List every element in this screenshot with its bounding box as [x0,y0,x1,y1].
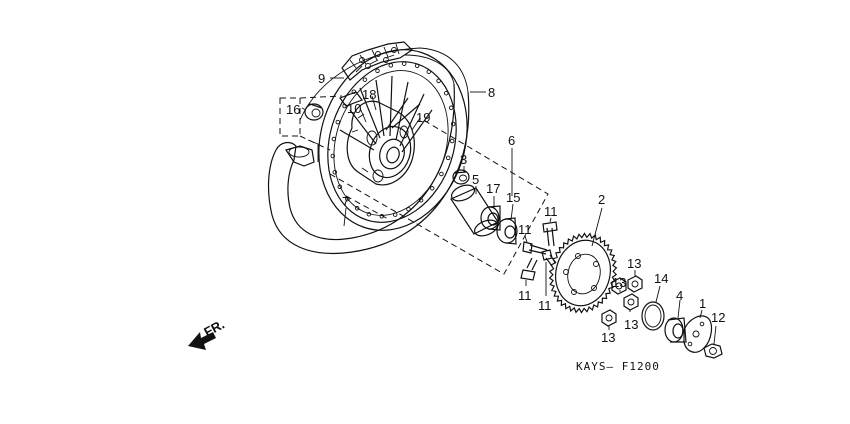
spoke-hole [450,121,456,127]
callout-16: 16 [286,102,300,117]
callout-10: 10 [347,101,361,116]
part-3-spacer [452,169,470,185]
spoke-hole [445,155,451,161]
spoke-hole [330,153,336,159]
spoke-hole [401,61,407,66]
part-1-plate [683,315,713,353]
front-direction-arrow: FR. [188,317,227,350]
spoke-hole [332,169,338,175]
spoke-hole [414,63,420,69]
callout-13d: 13 [601,330,615,345]
rim-band [339,91,363,107]
spoke-hole [443,90,449,96]
callout-11b: 11 [518,222,532,237]
callout-1: 1 [699,296,706,311]
spoke-hole [335,119,341,125]
part-4-collar [664,317,687,343]
callout-6: 6 [508,133,515,148]
callout-13b: 13 [612,275,626,290]
spokes [339,75,433,153]
spoke-hole [392,212,398,217]
callout-5: 5 [472,172,479,187]
part-15-seal [496,217,518,245]
callout-3: 3 [460,152,467,167]
drawing-code: KAYS– F1200 [576,360,660,373]
callout-4: 4 [676,288,683,303]
spoke-hole [375,68,380,74]
callout-13a: 13 [627,256,641,271]
assembly-outline [279,95,549,275]
spoke-hole [366,211,372,217]
callout-9: 9 [318,71,325,86]
rim-spoke-holes [330,61,456,219]
callout-2: 2 [598,192,605,207]
part-11-bolts [520,221,558,281]
rim [318,49,468,231]
spoke-hole [449,138,455,144]
spoke-hole [331,136,337,142]
spoke-hole [362,77,368,82]
spoke-hole [337,184,343,190]
spoke-hole [448,105,454,111]
callout-7: 7 [342,194,349,209]
callout-12: 12 [711,310,725,325]
callout-11a: 11 [544,204,558,219]
spoke-hole [436,78,441,84]
spoke-hole [426,69,432,74]
callout-11d: 11 [538,298,552,313]
callout-15: 15 [506,190,520,205]
part-16-collar [304,103,324,121]
callout-18: 18 [362,87,376,102]
tire-tread [341,41,413,81]
spoke-hole [354,206,360,211]
part-13-nuts [601,275,643,327]
spoke-hole [406,206,411,212]
callout-8: 8 [488,85,495,100]
callout-13c: 13 [624,317,638,332]
spoke-hole [429,186,435,191]
part-12-nut [703,343,723,359]
part-14-circlip [641,301,665,331]
spoke-hole [439,171,444,177]
callout-17: 17 [486,181,500,196]
hub [346,100,415,186]
callout-14: 14 [654,271,668,286]
callout-11c: 11 [518,288,532,303]
spoke-hole [418,198,424,203]
callout-19: 19 [416,110,430,125]
spoke-hole [388,63,394,68]
callout-labels: 9 8 16 18 10 19 6 3 5 17 15 7 2 11 11 11… [286,71,725,345]
part-2-sprocket [548,232,618,314]
leader-lines [301,77,717,345]
